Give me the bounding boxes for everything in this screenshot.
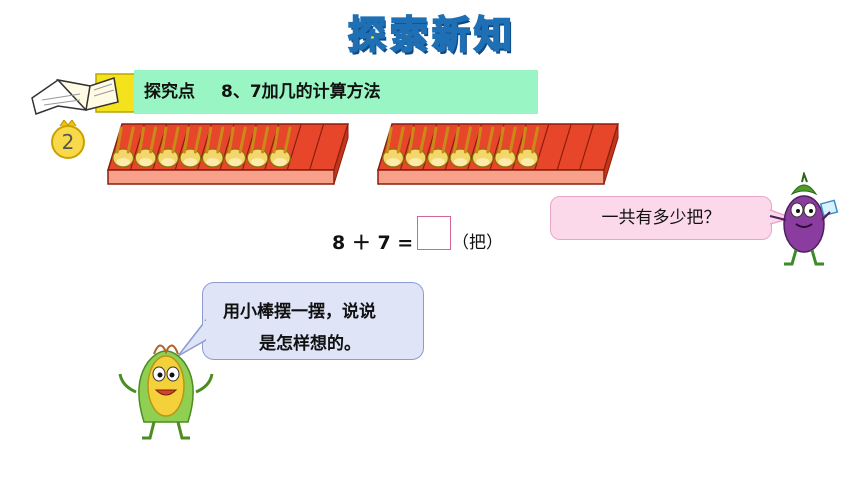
tray-item: [112, 126, 135, 168]
tray-item: [382, 126, 405, 168]
question-text: 一共有多少把？: [601, 208, 721, 228]
section-label: 探究点: [144, 82, 195, 102]
hint-text-line2: 是怎样想的。: [259, 334, 361, 354]
topic-banner: 探究点 8、7加几的计算方法: [134, 70, 538, 114]
eggplant-character: [769, 172, 839, 266]
tray-item: [404, 126, 428, 168]
hint-bubble-tail: [177, 318, 206, 357]
question-bubble: 一共有多少把？: [550, 196, 772, 240]
hint-bubble: 用小棒摆一摆，说说 是怎样想的。: [202, 282, 424, 360]
tray-side: [603, 123, 619, 185]
equation-unit: （把）: [452, 233, 503, 253]
tray-item: [224, 126, 247, 168]
answer-box[interactable]: [417, 216, 451, 250]
tray-item: [449, 126, 472, 168]
tray-divider: [309, 123, 325, 171]
badge-number: 2: [61, 130, 75, 154]
equation-text: 8 ＋ 7 =: [332, 232, 414, 254]
tray-item: [246, 126, 270, 168]
tray-item: [516, 126, 540, 168]
tray-side: [333, 123, 349, 185]
tray-item: [269, 126, 292, 168]
hint-text-line1: 用小棒摆一摆，说说: [223, 302, 376, 322]
section-topic: 8、7加几的计算方法: [221, 82, 381, 102]
tray-divider: [556, 123, 572, 171]
tray-divider: [579, 123, 595, 171]
tray-eight-items: [106, 123, 350, 185]
open-book-icon: [31, 73, 137, 115]
tray-item: [427, 126, 450, 168]
tray-item: [494, 126, 517, 168]
tray-item: [201, 126, 225, 168]
page-title: 探索新知: [347, 12, 516, 58]
tray-item: [157, 126, 180, 168]
corn-character: [118, 344, 214, 440]
tray-front: [377, 169, 605, 185]
tray-item: [179, 126, 202, 168]
tray-seven-items: [376, 123, 620, 185]
tray-front: [107, 169, 335, 185]
chick-badge-icon: 2: [48, 120, 88, 160]
tray-item: [134, 126, 158, 168]
tray-item: [471, 126, 495, 168]
